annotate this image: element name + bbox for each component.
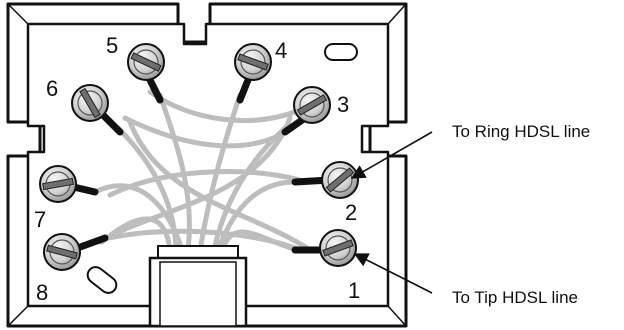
terminal-screw-3 — [293, 86, 331, 124]
terminal-label-1: 1 — [348, 278, 360, 303]
terminal-label-7: 7 — [34, 207, 46, 232]
terminal-screw-1 — [319, 229, 357, 267]
box-bevels — [7, 3, 407, 327]
terminal-label-2: 2 — [345, 200, 357, 225]
modular-jack — [148, 245, 248, 328]
callouts: To Ring HDSL line To Tip HDSL line — [350, 122, 590, 307]
mounting-slot-bottom — [86, 266, 118, 294]
terminal-screw-4 — [234, 43, 272, 81]
terminal-screw-5 — [127, 43, 165, 81]
terminal-label-6: 6 — [46, 76, 58, 101]
mounting-slot-top — [324, 43, 358, 61]
ring-callout-label: To Ring HDSL line — [452, 122, 590, 141]
tip-arrow — [353, 253, 433, 294]
tip-callout-label: To Tip HDSL line — [452, 288, 578, 307]
terminal-screw-6 — [71, 84, 109, 122]
terminal-label-5: 5 — [106, 33, 118, 58]
wire-bundle — [92, 89, 313, 253]
terminal-screw-7 — [39, 165, 77, 203]
terminal-label-3: 3 — [337, 92, 349, 117]
ring-arrow — [350, 131, 433, 179]
terminal-screws — [39, 43, 359, 271]
terminal-label-4: 4 — [275, 38, 287, 63]
terminal-labels: 1 2 3 4 5 6 7 8 — [34, 33, 360, 305]
terminal-label-8: 8 — [36, 280, 48, 305]
terminal-screw-2 — [321, 161, 359, 199]
terminal-screw-8 — [43, 233, 81, 271]
